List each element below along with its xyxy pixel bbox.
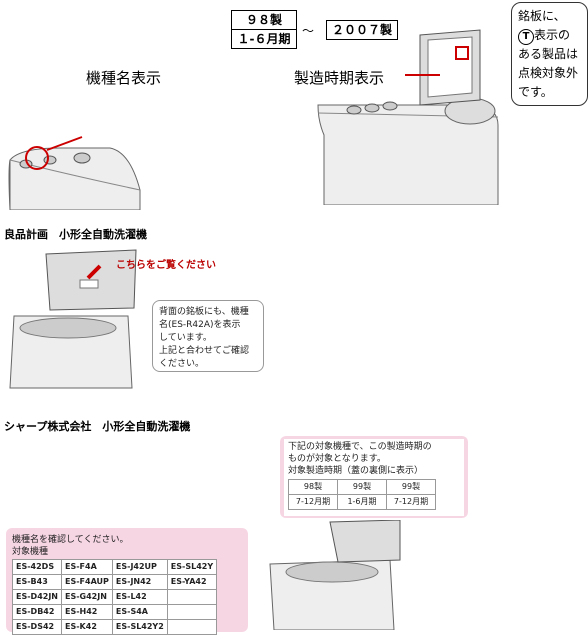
- sharp-period-box: 下記の対象機種で、この製造時期の ものが対象となります。 対象製造時期（蓋の裏側…: [284, 439, 464, 516]
- table-cell: ES-S4A: [111, 604, 168, 620]
- table-cell: 1-6月期: [337, 494, 387, 510]
- table-cell: ES-SL42Y: [166, 559, 218, 575]
- muji-bubble-line: しています。: [159, 333, 212, 343]
- period-title: 対象製造時期（蓋の裏側に表示）: [288, 466, 424, 476]
- models-title: 対象機種: [12, 547, 49, 557]
- note-line-3: ある製品は: [518, 47, 579, 61]
- table-cell: 98製: [288, 479, 338, 495]
- period-line: ものが対象となります。: [288, 454, 386, 464]
- table-cell: ES-B43: [12, 574, 62, 590]
- table-cell: 99製: [337, 479, 387, 495]
- muji-info-bubble: 背面の銘板にも、機種 名(ES-R42A)を表示 しています。 上記と合わせてご…: [152, 300, 264, 372]
- table-cell: [166, 619, 218, 635]
- table-cell: [166, 589, 218, 605]
- period-table: 98製 99製 99製 7-12月期 1-6月期 7-12月期: [288, 479, 436, 510]
- table-cell: ES-K42: [61, 619, 113, 635]
- table-cell: ES-SL42Y2: [111, 619, 168, 635]
- muji-arrow-text: こちらをご覧ください: [116, 260, 216, 271]
- model-name-label: 機種名表示: [86, 69, 162, 87]
- note-line-1: 銘板に、: [518, 9, 566, 23]
- table-cell: ES-G42JN: [61, 589, 113, 605]
- table-cell: ES-J42UP: [111, 559, 168, 575]
- table-cell: ES-DS42: [12, 619, 62, 635]
- washer-top-left-illustration: [8, 136, 141, 210]
- table-cell: 99製: [386, 479, 436, 495]
- table-row: 7-12月期 1-6月期 7-12月期: [288, 494, 436, 510]
- table-row: 98製 99製 99製: [288, 479, 436, 495]
- table-cell: ES-F4A: [61, 559, 113, 575]
- table-cell: ES-JN42: [111, 574, 168, 590]
- table-cell: [166, 604, 218, 620]
- sharp-heading: シャープ株式会社 小形全自動洗濯機: [4, 420, 191, 433]
- table-cell: ES-H42: [61, 604, 113, 620]
- year-start-box: ９８製: [231, 10, 297, 30]
- table-cell: ES-L42: [111, 589, 168, 605]
- note-line-4: 点検対象外: [518, 66, 579, 80]
- table-cell: ES-F4AUP: [61, 574, 113, 590]
- muji-bubble-line: ください。: [159, 359, 205, 369]
- period-start-box: １-６月期: [231, 29, 297, 49]
- table-cell: ES-DB42: [12, 604, 62, 620]
- table-cell: 7-12月期: [288, 494, 338, 510]
- muji-heading: 良品計画 小形全自動洗濯機: [4, 228, 147, 241]
- table-cell: 7-12月期: [386, 494, 436, 510]
- muji-bubble-line: 背面の銘板にも、機種: [159, 307, 249, 317]
- table-cell: ES-D42JN: [12, 589, 62, 605]
- sharp-washer-illustration: [269, 520, 401, 630]
- muji-bubble-line: 名(ES-R42A)を表示: [159, 320, 241, 330]
- date-label: 製造時期表示: [294, 69, 385, 87]
- muji-bubble-line: 上記と合わせてご確認: [159, 346, 250, 356]
- year-end-box: ２００７製: [326, 20, 398, 40]
- table-cell: ES-YA42: [166, 574, 218, 590]
- models-intro: 機種名を確認してください。: [12, 535, 129, 545]
- tilde: ～: [302, 24, 315, 38]
- t-symbol-icon: T: [518, 29, 534, 45]
- period-line: 下記の対象機種で、この製造時期の: [288, 442, 432, 452]
- washer-right-illustration: [317, 29, 499, 205]
- table-cell: ES-42DS: [12, 559, 62, 575]
- muji-washer-illustration: [9, 249, 137, 389]
- note-line-5: です。: [518, 85, 553, 99]
